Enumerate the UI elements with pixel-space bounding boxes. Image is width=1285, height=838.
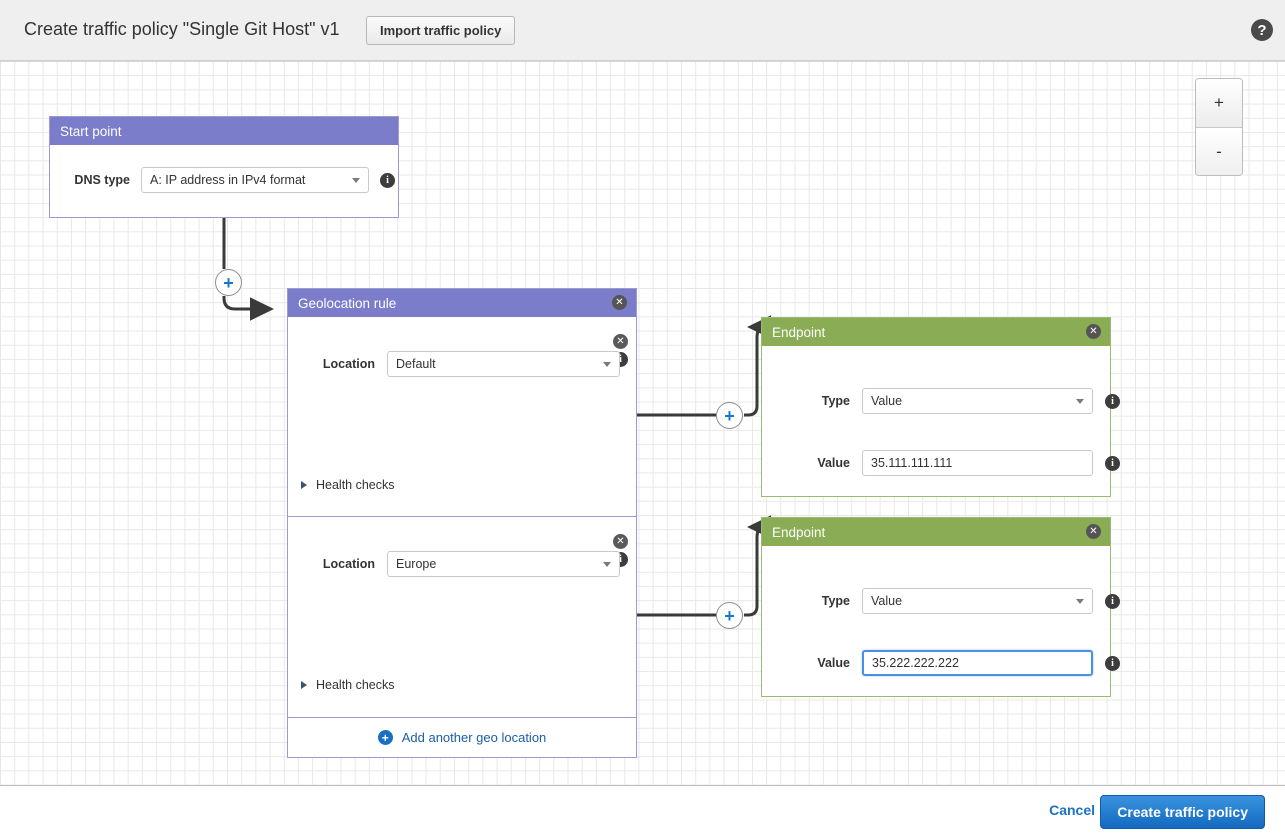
page-title: Create traffic policy "Single Git Host" … [24,19,340,39]
location-label: Location [322,557,375,571]
location-select[interactable]: Default [387,351,620,377]
endpoint-title: Endpoint [772,324,826,340]
endpoint-body: Type Value i Value 35.222.222.222 i [762,546,1120,696]
import-traffic-policy-button[interactable]: Import traffic policy [366,16,516,45]
location-select[interactable]: Europe [387,551,620,577]
add-another-geo-location-button[interactable]: + Add another geo location [288,717,636,757]
zoom-controls[interactable]: + - [1195,78,1243,176]
endpoint-header: Endpoint ✕ [762,318,1110,346]
chevron-down-icon [603,362,611,367]
endpoint-node: Endpoint ✕ Type Value i Value 35.111.111… [761,317,1120,497]
health-checks-label[interactable]: Health checks [316,478,395,492]
geolocation-rule-title: Geolocation rule [298,295,397,311]
add-node-button-start[interactable]: + [215,269,242,296]
chevron-down-icon [352,178,360,183]
location-value: Europe [396,557,437,571]
close-icon[interactable]: ✕ [1086,524,1101,539]
endpoint-node: Endpoint ✕ Type Value i Value 35.222.222… [761,517,1120,697]
add-node-button-endpoint-1[interactable]: + [716,402,743,429]
endpoint-header: Endpoint ✕ [762,518,1110,546]
health-checks-label[interactable]: Health checks [316,678,395,692]
endpoint-type-info-icon[interactable]: i [1105,393,1120,409]
footer-bar: Cancel Create traffic policy [0,785,1285,838]
start-point-title: Start point [60,123,122,139]
endpoint-type-label: Type [821,394,850,408]
location-label: Location [322,357,375,371]
endpoint-value-info-icon[interactable]: i [1105,655,1120,671]
canvas-top-edge [0,61,1285,62]
endpoint-type-value: Value [871,594,903,608]
endpoint-value-label: Value [817,656,850,670]
add-icon: + [377,730,393,745]
endpoint-type-info-icon[interactable]: i [1105,593,1120,609]
close-icon[interactable]: ✕ [612,295,627,310]
endpoint-type-select[interactable]: Value [862,388,1093,414]
start-point-body: DNS type A: IP address in IPv4 format i [50,145,398,217]
geo-location-section: ✕ i Location Default Health checks [288,317,636,517]
top-bar: Create traffic policy "Single Git Host" … [0,0,1285,61]
dns-type-info-icon[interactable]: i [380,172,395,188]
location-value: Default [396,357,436,371]
endpoint-value-label: Value [817,456,850,470]
start-point-node: Start point DNS type A: IP address in IP… [49,116,399,218]
chevron-down-icon [1076,599,1084,604]
endpoint-value-text: 35.222.222.222 [872,656,959,670]
create-traffic-policy-button[interactable]: Create traffic policy [1100,795,1265,829]
endpoint-value-info-icon[interactable]: i [1105,455,1120,471]
policy-canvas[interactable]: + - Start point DNS type A: IP address i… [0,61,1285,785]
chevron-down-icon [603,562,611,567]
endpoint-value-input[interactable]: 35.222.222.222 [862,650,1093,676]
close-icon[interactable]: ✕ [1086,324,1101,339]
geolocation-rule-header: Geolocation rule ✕ [288,289,636,317]
help-icon[interactable]: ? [1251,19,1273,41]
add-node-button-endpoint-2[interactable]: + [716,602,743,629]
endpoint-type-value: Value [871,394,903,408]
health-checks-disclosure-icon[interactable] [301,681,307,689]
endpoint-type-label: Type [821,594,850,608]
dns-type-label: DNS type [74,173,130,187]
add-another-geo-location-label: Add another geo location [401,730,547,745]
dns-type-select[interactable]: A: IP address in IPv4 format [141,167,369,193]
endpoint-title: Endpoint [772,524,826,540]
dns-type-value: A: IP address in IPv4 format [150,173,306,187]
endpoint-value-input[interactable]: 35.111.111.111 [862,450,1093,476]
zoom-out-button[interactable]: - [1196,127,1242,175]
endpoint-value-text: 35.111.111.111 [871,456,953,470]
endpoint-type-select[interactable]: Value [862,588,1093,614]
geolocation-rule-node: Geolocation rule ✕ ✕ i Location Default … [287,288,637,758]
remove-location-icon[interactable]: ✕ [613,334,628,349]
geo-location-section: ✕ i Location Europe Health checks [288,517,636,717]
start-point-header: Start point [50,117,398,145]
cancel-button[interactable]: Cancel [1049,802,1095,818]
endpoint-body: Type Value i Value 35.111.111.111 i [762,346,1120,496]
remove-location-icon[interactable]: ✕ [613,534,628,549]
zoom-in-button[interactable]: + [1196,79,1242,127]
health-checks-disclosure-icon[interactable] [301,481,307,489]
chevron-down-icon [1076,399,1084,404]
